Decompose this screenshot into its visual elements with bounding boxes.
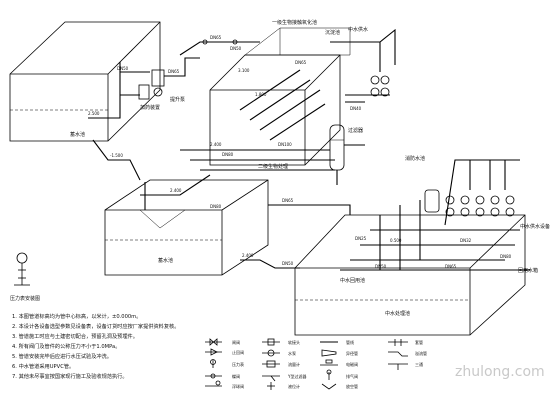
- legend-item: 套管: [415, 339, 423, 345]
- svg-text:2.400: 2.400: [210, 142, 222, 147]
- svg-text:DN32: DN32: [460, 238, 472, 243]
- drain-icon: [321, 383, 337, 390]
- note-3: 3. 管道施工时应与土建密切配合，预留孔洞及预埋件。: [12, 332, 138, 340]
- svg-text:DN65: DN65: [168, 69, 180, 74]
- svg-text:2.400: 2.400: [170, 188, 182, 193]
- legend-item: 管线: [346, 339, 354, 345]
- watermark: zhulong.com: [455, 364, 545, 380]
- svg-text:DN80: DN80: [500, 254, 512, 259]
- tee-icon: [388, 363, 408, 370]
- legend-title: 压力表安装图: [10, 295, 40, 302]
- legend-item: 压力表: [232, 361, 244, 367]
- air-valve-icon: [326, 369, 332, 380]
- legend-item: 流量计: [288, 361, 300, 367]
- legend-item: Y型过滤器: [287, 373, 306, 379]
- check-valve-icon: [205, 348, 222, 356]
- pump-row: [445, 195, 515, 217]
- left-tank-label: 蓄水池: [70, 131, 85, 138]
- pressure-gauge-detail: 压力表安装图: [10, 252, 40, 302]
- upper-treatment-box: 一级生物接触氧化池 沉淀池 二级生物处理: [209, 19, 351, 170]
- left-pump-group: DN50 DN65 2.500 加药装置 提升泵 -1.500: [88, 57, 200, 181]
- svg-text:DN65: DN65: [445, 264, 457, 269]
- flexible-joint-icon: [262, 338, 280, 346]
- svg-text:DN65: DN65: [210, 35, 222, 40]
- note-6: 6. 中水管道采用UPVC管。: [12, 362, 74, 370]
- svg-text:DN50: DN50: [282, 261, 294, 266]
- legend-item: 水泵: [288, 350, 296, 356]
- legend-item: 放空管: [346, 383, 358, 389]
- upper-box-label: 二级生物处理: [258, 163, 288, 170]
- right-tank-label: 中水处理池: [385, 310, 410, 317]
- gate-valve-icon: [205, 338, 222, 346]
- top-label-1: 一级生物接触氧化池: [272, 19, 317, 26]
- svg-text:DN50: DN50: [117, 66, 129, 71]
- svg-text:DN65: DN65: [282, 198, 294, 203]
- reducer-icon: [321, 349, 337, 357]
- svg-text:DN80: DN80: [210, 204, 222, 209]
- svg-text:DN80: DN80: [222, 152, 234, 157]
- legend-item: 蝶阀: [232, 373, 240, 379]
- legend-item: 浮球阀: [232, 383, 244, 389]
- flow-meter-icon: [262, 360, 280, 368]
- right-label-3: 消防水池: [405, 155, 425, 162]
- svg-text:DN25: DN25: [355, 236, 367, 241]
- level-gauge-icon: [267, 382, 275, 390]
- right-label-2: 回用水箱: [518, 267, 538, 274]
- center-tank: 蓄水池: [104, 179, 269, 276]
- svg-text:2.400: 2.400: [242, 253, 254, 258]
- notes: 1. 本图管道标高均为管中心标高，以米计，±0.000m。 2. 本设计各设备选…: [12, 312, 179, 380]
- vertical-filter-tank: 过滤器: [329, 124, 365, 185]
- upper-box-internal-pipes: 2.400 DN100 DN80 3.100 DN65 1.800: [180, 60, 335, 171]
- legend-item: 三通: [415, 361, 423, 367]
- svg-text:-1.500: -1.500: [110, 153, 123, 158]
- center-right-pipes: 2.400 DN65 2.400 DN50 DN80: [140, 174, 351, 269]
- top-label-3: 中水供水: [348, 26, 368, 33]
- legend-item: 溢流管: [415, 350, 427, 356]
- legend-item: 闸阀: [232, 339, 240, 345]
- right-tank: 中水处理池: [294, 214, 526, 336]
- pressure-gauge-icon: [210, 359, 216, 368]
- note-4: 4. 所有阀门及管件的公称压力不小于1.0MPa。: [12, 342, 120, 350]
- left-tank: 蓄水池: [9, 21, 161, 142]
- legend-item: 排气阀: [346, 373, 358, 379]
- float-valve-icon: [205, 380, 222, 387]
- svg-text:DN50: DN50: [375, 264, 387, 269]
- svg-text:1.800: 1.800: [255, 92, 267, 97]
- legend-item: 电磁阀: [346, 361, 358, 367]
- svg-text:DN100: DN100: [278, 142, 292, 147]
- butterfly-valve-icon: [205, 373, 222, 379]
- upper-right-pumps: DN40: [345, 75, 390, 111]
- center-tank-label: 蓄水池: [158, 257, 173, 264]
- solenoid-valve-icon: [320, 359, 338, 366]
- right-equipment-label: 中水供水设备: [520, 223, 550, 230]
- left-pump-label: 提升泵: [170, 96, 185, 103]
- left-device-label: 加药装置: [140, 104, 160, 111]
- svg-text:2.500: 2.500: [88, 111, 100, 116]
- note-7: 7. 其他未尽事宜按国家现行施工及验收规范执行。: [12, 372, 128, 380]
- note-5: 5. 管道安装完毕后应进行水压试验及冲洗。: [12, 352, 112, 360]
- overflow-icon: [388, 351, 408, 357]
- note-2: 2. 本设计各设备选型参数见设备表，设备订货时应按厂家提供资料复核。: [12, 322, 179, 330]
- y-strainer-icon: [262, 375, 280, 382]
- svg-text:DN50: DN50: [230, 46, 242, 51]
- sleeve-icon: [388, 339, 408, 346]
- svg-text:DN65: DN65: [295, 60, 307, 65]
- legend-item: 液位计: [288, 383, 300, 389]
- svg-text:3.100: 3.100: [238, 68, 250, 73]
- bottom-right-label: 中水回用池: [340, 277, 365, 284]
- water-pump-icon: [262, 349, 280, 357]
- note-1: 1. 本图管道标高均为管中心标高，以米计，±0.000m。: [12, 312, 141, 320]
- legend-item: 止回阀: [232, 349, 244, 355]
- vertical-tank-label: 过滤器: [348, 127, 363, 134]
- top-label-2: 沉淀池: [325, 29, 340, 36]
- right-equipment-manifold: 中水供水设备 回用水箱 消防水池 DN50 DN65 0.500 DN32 DN…: [340, 155, 550, 274]
- top-pipe-run: DN65 DN50 中水供水: [179, 26, 396, 72]
- svg-text:0.500: 0.500: [390, 238, 402, 243]
- legend-item: 软接头: [288, 339, 300, 345]
- legend: 闸阀 止回阀 压力表 蝶阀 浮球阀 软接头 水泵 流量计 Y型过滤器 液位计 管…: [205, 338, 427, 390]
- legend-item: 异径管: [346, 350, 358, 356]
- svg-text:DN40: DN40: [350, 106, 362, 111]
